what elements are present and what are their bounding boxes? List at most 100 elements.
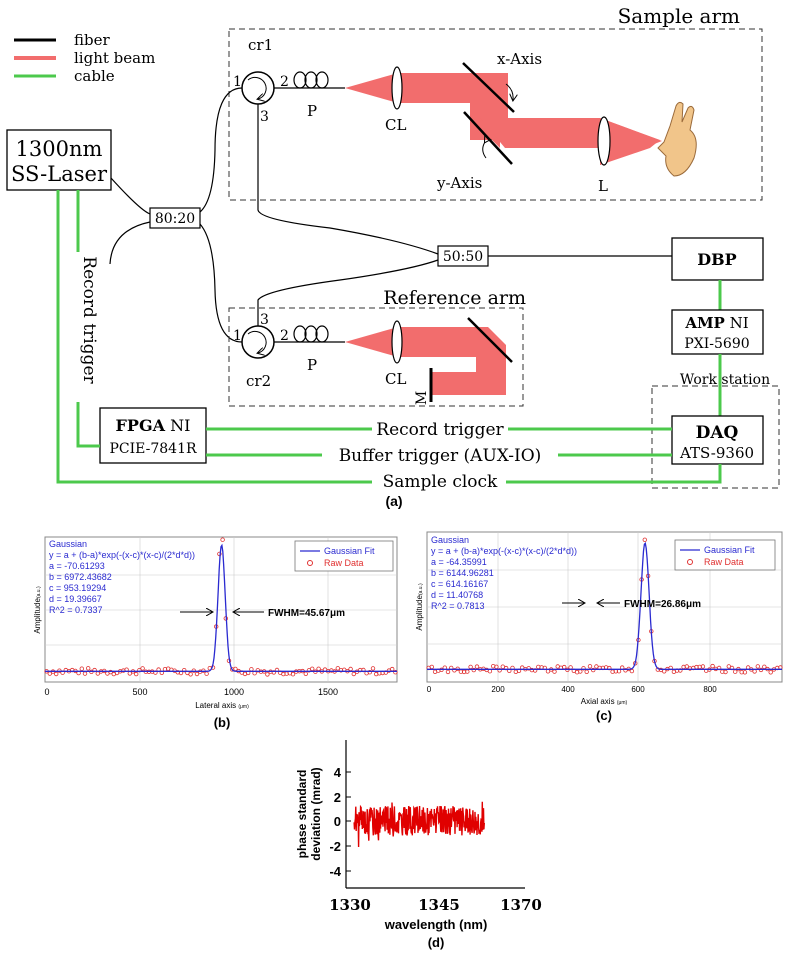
circulator-cr1-arrow xyxy=(247,76,267,99)
cr2-port1: 1 xyxy=(233,328,242,344)
plot-d: 4 2 0 -2 -4 1330 1345 1370 phase standar… xyxy=(295,740,542,950)
plot-c-xtick: 200 xyxy=(491,685,505,694)
plot-d-ylabel-2: deviation (mrad) xyxy=(309,767,323,860)
amp-label: AMP NI xyxy=(684,314,748,332)
plot-b-fit-line: a = -70.61293 xyxy=(49,561,105,571)
p2-label: P xyxy=(307,356,317,374)
plot-b-fit-line: y = a + (b-a)*exp(-(x-c)*(x-c)/(2*d*d)) xyxy=(49,550,195,560)
dbp-label: DBP xyxy=(697,250,736,269)
dbp-box xyxy=(671,237,764,281)
raw-data-point xyxy=(742,670,748,675)
plot-c-fit-params: Gaussian y = a + (b-a)*exp(-(x-c)*(x-c)/… xyxy=(431,535,577,611)
raw-data-point xyxy=(303,671,308,676)
plot-c-fit-line: y = a + (b-a)*exp(-(x-c)*(x-c)/(2*d*d)) xyxy=(431,546,577,556)
plot-b-fit-line: R^2 = 0.7337 xyxy=(49,605,103,615)
plot-b-fit-params: Gaussian y = a + (b-a)*exp(-(x-c)*(x-c)/… xyxy=(49,539,195,615)
raw-data-point xyxy=(188,672,193,677)
raw-data-point xyxy=(584,669,589,674)
x-axis-mirror xyxy=(462,62,515,113)
raw-data-point xyxy=(137,668,142,673)
cl2-label: CL xyxy=(385,370,406,388)
raw-data-point xyxy=(755,664,760,669)
raw-data-point xyxy=(265,672,270,677)
plot-d-phase-trace xyxy=(353,801,485,848)
plot-b-gaussian-fit xyxy=(45,543,397,672)
plot-b-fwhm: FWHM=45.67μm xyxy=(268,608,345,619)
plot-b: Gaussian y = a + (b-a)*exp(-(x-c)*(x-c)/… xyxy=(33,536,398,730)
caption-b: (b) xyxy=(214,715,231,730)
plot-c-ylabel: Amplitude(a.u.) xyxy=(415,583,424,631)
caption-d: (d) xyxy=(428,935,445,950)
raw-data-point xyxy=(768,670,773,675)
raw-data-point xyxy=(204,671,209,676)
plot-d-xtick: 1330 xyxy=(329,896,371,914)
caption-a: (a) xyxy=(385,493,402,509)
caption-c: (c) xyxy=(596,708,612,723)
laser-label-1: 1300nm xyxy=(16,137,103,161)
raw-data-point xyxy=(700,664,706,669)
plot-b-fit-line: d = 19.39667 xyxy=(49,594,102,604)
raw-data-point xyxy=(290,672,296,677)
cr2-label: cr2 xyxy=(246,372,271,390)
plot-b-fit-line: c = 953.19294 xyxy=(49,583,106,593)
legend-fiber-label: fiber xyxy=(74,31,110,49)
raw-data-point xyxy=(494,664,499,669)
coupler-80-20-label: 80:20 xyxy=(155,211,195,227)
fpga-model: PCIE-7841R xyxy=(109,441,197,457)
plot-c-fit-line: b = 6144.96281 xyxy=(431,568,494,578)
raw-data-point xyxy=(762,664,767,669)
plot-d-yticks: 4 2 0 -2 -4 xyxy=(329,765,341,879)
plot-c-fit-line: a = -64.35991 xyxy=(431,557,487,567)
raw-data-point xyxy=(474,664,480,669)
plot-c-legend-raw: Raw Data xyxy=(704,557,744,567)
reference-fold-mirror xyxy=(467,317,513,363)
plot-b-xtick: 1000 xyxy=(224,687,244,697)
plot-c-legend: Gaussian Fit Raw Data xyxy=(674,539,776,571)
plot-c-legend-fit: Gaussian Fit xyxy=(704,545,755,555)
raw-data-point xyxy=(581,666,586,671)
plot-c-gaussian-fit xyxy=(427,541,782,670)
plot-c-xtick: 800 xyxy=(703,685,717,694)
record-trigger-vertical-label: Record trigger xyxy=(79,256,99,384)
workstation-box xyxy=(651,385,780,489)
raw-data-point xyxy=(526,666,531,671)
plot-c-fit-line: Gaussian xyxy=(431,535,469,545)
plot-c-xtick: 400 xyxy=(561,685,575,694)
circulator-cr1 xyxy=(241,71,275,105)
plot-b-xticks: 0 500 1000 1500 xyxy=(44,687,338,697)
circulator-cr2 xyxy=(241,325,275,359)
raw-data-point xyxy=(140,666,145,671)
plot-d-ytick: -4 xyxy=(329,864,341,879)
raw-data-point xyxy=(497,668,502,673)
sample-clock-label: Sample clock xyxy=(383,472,498,492)
plot-b-fit-line: Gaussian xyxy=(49,539,87,549)
plot-c-xtick: 0 xyxy=(427,685,432,694)
cr2-port2: 2 xyxy=(280,328,289,344)
plot-d-ytick: -2 xyxy=(329,839,341,854)
hand-sample-icon xyxy=(657,101,697,177)
record-trigger-label: Record trigger xyxy=(376,420,504,440)
plot-d-xtick: 1370 xyxy=(500,896,542,914)
raw-data-point xyxy=(445,669,451,675)
amp-box xyxy=(671,309,764,355)
plot-b-legend: Gaussian Fit Raw Data xyxy=(294,540,394,572)
raw-data-point xyxy=(587,664,593,669)
amp-model: PXI-5690 xyxy=(684,336,749,352)
coupler-80-20 xyxy=(149,207,201,229)
reference-beam xyxy=(345,327,398,357)
legend-cable-label: cable xyxy=(74,67,115,85)
raw-data-point xyxy=(316,666,321,671)
plot-d-ylabel-1: phase standard xyxy=(295,770,309,859)
fiber-paths xyxy=(109,87,672,343)
plot-b-fit-line: b = 6972.43682 xyxy=(49,572,112,582)
legend-beam-label: light beam xyxy=(74,49,155,67)
raw-data-point xyxy=(217,551,222,557)
plot-b-ylabel: Amplitude(a.u.) xyxy=(33,586,42,634)
polarization-controller-1 xyxy=(293,71,329,89)
daq-model: ATS-9360 xyxy=(679,444,754,462)
y-axis-label: y-Axis xyxy=(436,174,482,192)
raw-data-point xyxy=(79,666,84,671)
daq-box xyxy=(671,415,764,465)
cr1-port1: 1 xyxy=(233,74,242,90)
